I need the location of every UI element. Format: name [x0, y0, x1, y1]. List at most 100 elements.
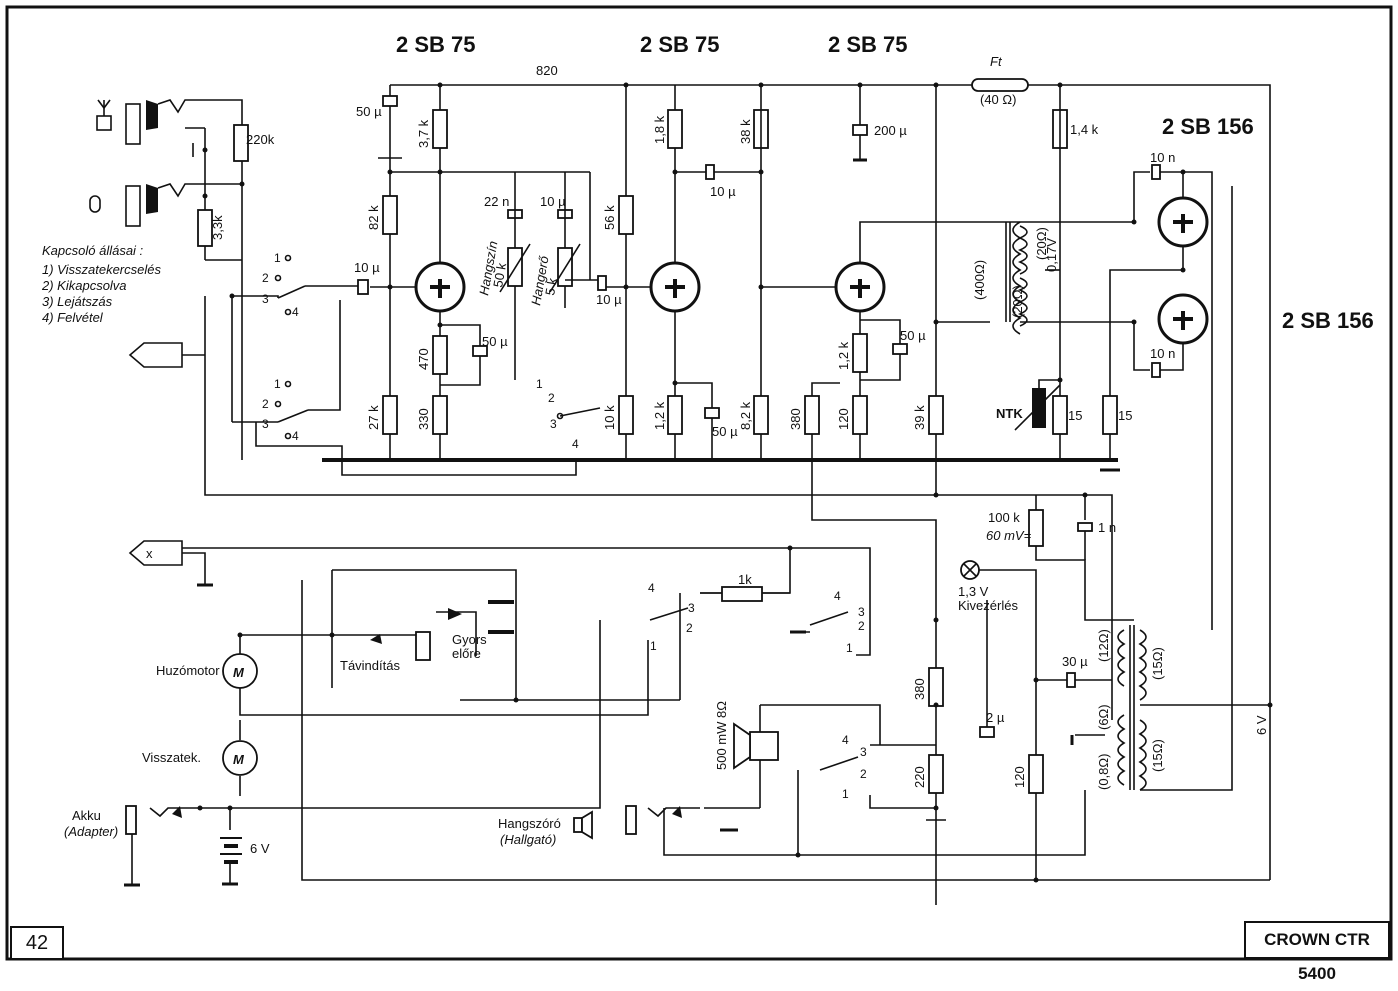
label-c2u: 2 µ	[986, 710, 1005, 725]
motor-m-1: M	[233, 665, 245, 680]
sw-d-3: 3	[688, 601, 695, 615]
model-title: CROWN CTR 5400	[1244, 921, 1390, 983]
selector-switch-b	[231, 296, 577, 476]
label-visszatek: Visszatek.	[142, 750, 201, 765]
battery-6v	[220, 837, 242, 864]
label-r220: 220	[912, 766, 927, 788]
res-100k	[1028, 509, 1044, 547]
res-380-a	[804, 395, 820, 435]
res-120-b	[1028, 754, 1044, 794]
label-tr20-b: (20Ω)	[1010, 285, 1025, 318]
cap-50u-b	[472, 345, 488, 357]
label-fuse-val: (40 Ω)	[980, 92, 1016, 107]
res-220	[928, 754, 944, 794]
sw-b-2: 2	[262, 397, 269, 411]
din-connector	[128, 342, 205, 368]
label-r1k: 1k	[738, 572, 752, 587]
speaker-500mw	[733, 722, 779, 770]
sw-e-4: 4	[834, 589, 841, 603]
res-470	[432, 335, 448, 375]
label-r56k: 56 k	[602, 205, 617, 230]
selector-switch-a	[204, 254, 1113, 720]
frame-border	[5, 5, 1393, 961]
res-3-7k	[432, 109, 448, 149]
motor-visszatek	[222, 740, 258, 776]
res-330	[432, 395, 448, 435]
label-hangero-val: 5 k	[542, 276, 560, 296]
sw-d-4: 4	[648, 581, 655, 595]
label-tavinditas: Távindítás	[340, 658, 400, 673]
res-120-a	[852, 395, 868, 435]
cap-2u	[979, 726, 995, 738]
label-r18k: 1,8 k	[652, 115, 667, 144]
res-1-8k	[667, 109, 683, 149]
sw-c-4: 4	[572, 437, 579, 451]
sw-e-3: 3	[858, 605, 865, 619]
ntk-thermistor	[1032, 388, 1046, 428]
label-r14k: 1,4 k	[1070, 122, 1099, 137]
junctions	[197, 82, 1273, 883]
sw-a-3: 3	[262, 292, 269, 306]
label-speaker: 500 mW 8Ω	[714, 701, 729, 770]
label-hallgato: (Hallgató)	[500, 832, 556, 847]
label-lamp: 1,3 V	[958, 584, 989, 599]
sw-c-3: 3	[550, 417, 557, 431]
legend-item-1: 1) Visszatekercselés	[42, 262, 161, 277]
sw-c-2: 2	[548, 391, 555, 405]
cap-10u-d	[705, 164, 715, 180]
schematic: 2 SB 75 2 SB 75 2 SB 75 2 SB 156 2 SB 15…	[5, 5, 1393, 961]
label-c10u-c: 10 µ	[596, 292, 622, 307]
cap-50u-d	[892, 343, 908, 355]
label-r470: 470	[416, 348, 431, 370]
label-ot6: (6Ω)	[1096, 704, 1111, 730]
label-ot08: (0,8Ω)	[1096, 754, 1111, 790]
hangszoro-icon	[573, 817, 583, 833]
label-r33k: 3,3k	[210, 215, 225, 240]
cap-200u	[852, 124, 868, 136]
res-39k	[928, 395, 944, 435]
sw-d-1: 1	[650, 639, 657, 653]
motor-huzomotor	[222, 653, 258, 689]
legend-item-3: 3) Lejátszás	[42, 294, 113, 309]
label-6v: 6 V	[1254, 715, 1269, 735]
tavinditas-jack	[415, 631, 431, 661]
sw-c-1: 1	[536, 377, 543, 391]
cap-10u-a	[357, 279, 369, 295]
sw-b-4: 4	[292, 429, 299, 443]
sw-b-1: 1	[274, 377, 281, 391]
label-r38k: 38 k	[738, 119, 753, 144]
label-ntk: NTK	[996, 406, 1023, 421]
label-battery: 6 V	[250, 841, 270, 856]
label-c50u-a: 50 µ	[356, 104, 382, 119]
label-r380-b: 380	[912, 678, 927, 700]
label-tr20-a: (20Ω)	[1034, 227, 1049, 260]
label-r82k-b: 8,2 k	[738, 401, 753, 430]
label-r27k: 27 k	[366, 405, 381, 430]
label-r37k: 3,7 k	[416, 119, 431, 148]
sw-f-4: 4	[842, 733, 849, 747]
adapter-jack	[125, 805, 137, 835]
res-15-a	[1052, 395, 1068, 435]
label-tube-3: 2 SB 75	[828, 32, 908, 57]
res-15-b	[1102, 395, 1118, 435]
label-c10u-d: 10 µ	[710, 184, 736, 199]
cap-10n-b	[1151, 362, 1161, 378]
label-60mv: 60 mV=	[986, 528, 1032, 543]
sw-e-1: 1	[846, 641, 853, 655]
sw-f-1: 1	[842, 787, 849, 801]
label-c10u-a: 10 µ	[354, 260, 380, 275]
label-tube-2: 2 SB 75	[640, 32, 720, 57]
legend-item-4: 4) Felvétel	[42, 310, 104, 325]
cap-30u	[1066, 672, 1076, 688]
page-number: 42	[10, 926, 64, 960]
selector-switch-c	[556, 407, 601, 420]
legend-item-2: 2) Kikapcsolva	[41, 278, 127, 293]
fuse-ft	[971, 78, 1029, 92]
res-27k	[382, 395, 398, 435]
label-r12k-b: 1,2 k	[836, 341, 851, 370]
res-10k	[618, 395, 634, 435]
label-ot12: (12Ω)	[1096, 629, 1111, 662]
res-3-3k	[197, 209, 213, 247]
res-1-2k-b	[852, 333, 868, 373]
cap-10u-c	[597, 275, 607, 291]
